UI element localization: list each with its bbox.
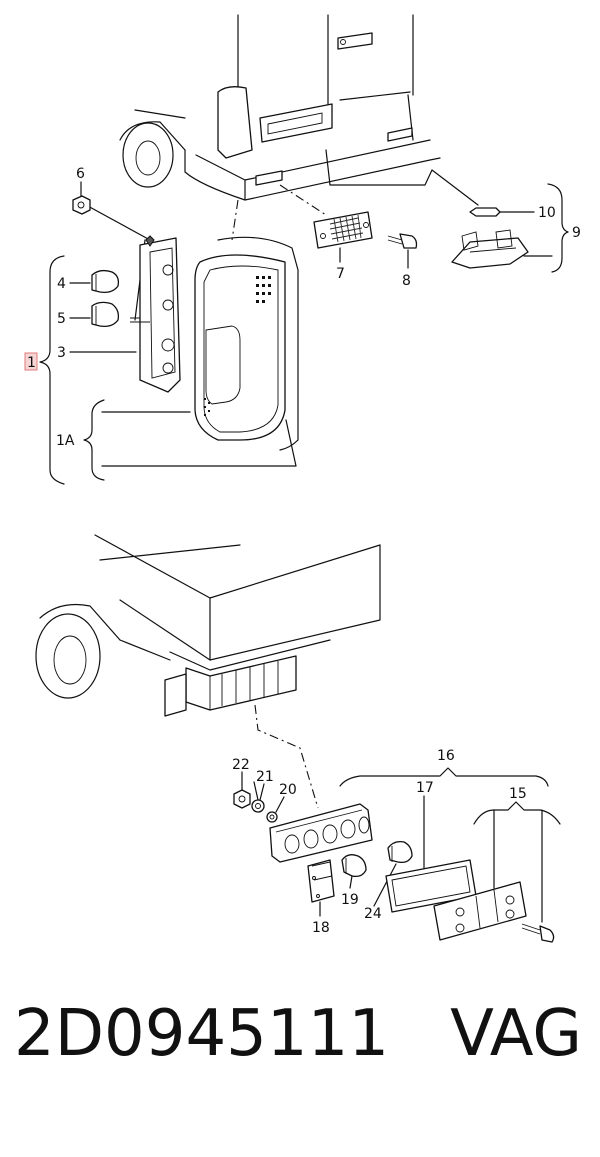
truck-rear-body-bottom [35,534,381,717]
part-15-screw [521,923,555,943]
part-6-nut [72,181,91,215]
part-number-caption: 2D0945111 VAG [14,997,582,1071]
part-3-bulb-holder [69,235,181,393]
callout-21: 21 [256,769,274,785]
callout-19: 19 [341,892,359,908]
part-16-rear-light-unit [269,767,549,863]
callout-22: 22 [232,757,250,773]
part-18-cover [307,859,335,917]
callout-17: 17 [416,780,434,796]
part-4-bulb [69,269,120,294]
callout-18: 18 [312,920,330,936]
part-22-nut [233,771,251,809]
bracket-1 [24,255,65,485]
part-21-lock-washer [251,783,265,813]
part-5-bulb [69,301,120,328]
callout-16: 16 [437,748,455,764]
callout-labels: 1 1A 3 4 5 6 7 8 9 10 15 16 17 18 19 20 … [27,166,581,936]
van-rear-body-top [119,14,441,201]
bracket-1A [83,399,105,481]
part-20-washer [266,796,285,823]
callout-9: 9 [572,225,581,241]
callout-3: 3 [57,345,66,361]
part-8-screw [387,233,418,269]
bottom-leader-lines [253,704,319,809]
callout-5: 5 [57,311,66,327]
callout-7: 7 [336,266,345,282]
callout-10: 10 [538,205,556,221]
callout-24: 24 [364,906,382,922]
callout-1: 1 [27,355,36,371]
callout-20: 20 [279,782,297,798]
callout-4: 4 [57,276,66,292]
part-7-reflector [313,211,373,263]
callout-8: 8 [402,273,411,289]
part-19-bulb [341,854,367,889]
part-9-plate-lamp [451,183,569,273]
part-15-lens [433,801,561,941]
callout-1A: 1A [56,433,75,449]
callout-15: 15 [509,786,527,802]
part-1A-tail-light-lens [101,236,299,467]
callout-6: 6 [76,166,85,182]
part-10-festoon-bulb [469,207,535,217]
part-24-bulb [373,840,413,907]
